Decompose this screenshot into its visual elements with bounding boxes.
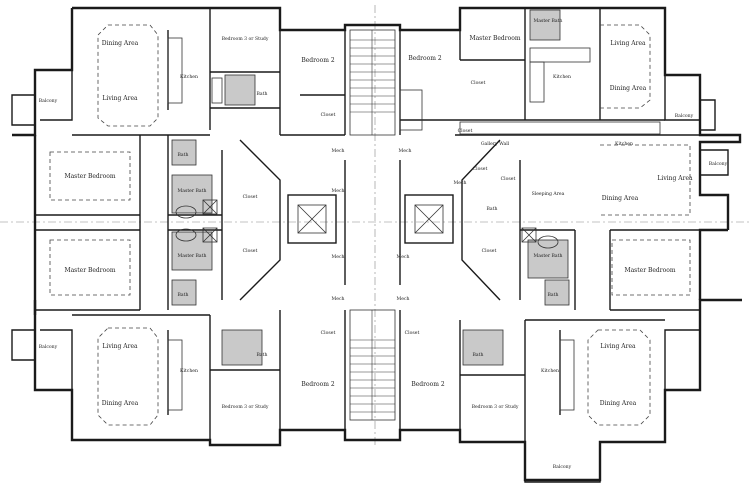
label-living-area-r: Living Area [657, 175, 693, 182]
label-master-bedroom-r: Master Bedroom [624, 267, 675, 274]
label-kitchen-r: Kitchen [615, 141, 633, 147]
baths-kitchens [167, 9, 661, 411]
label-balcony-br: Balcony [553, 464, 572, 470]
label-bath-bl: Bath [257, 352, 268, 358]
label-closet-r2: Closet [501, 176, 516, 182]
label-master-bedroom-l2: Master Bedroom [64, 267, 115, 274]
label-dining-area-tr: Dining Area [610, 85, 647, 92]
label-dining-area-br: Dining Area [600, 400, 637, 407]
balcony-bays [11, 94, 729, 483]
label-closet-l2: Closet [243, 248, 258, 254]
label-bedroom3-tl: Bedroom 3 or Study [222, 36, 269, 42]
label-mech-l4: Mech [332, 296, 345, 302]
label-dining-area-bl: Dining Area [102, 400, 139, 407]
stair-top [349, 29, 396, 136]
label-dining-area-r: Dining Area [602, 195, 639, 202]
label-master-bedroom-tr: Master Bedroom [469, 35, 520, 42]
label-mech-r1: Mech [399, 148, 412, 154]
exterior-walls [12, 6, 742, 482]
label-mech-r4: Mech [397, 296, 410, 302]
interior-walls [35, 8, 700, 442]
label-bedroom3-br: Bedroom 3 or Study [472, 404, 519, 410]
label-living-area-bl: Living Area [102, 343, 138, 350]
label-balcony-tr: Balcony [675, 113, 694, 119]
label-master-bath-r: Master Bath [534, 253, 563, 259]
label-mech-l3: Mech [332, 254, 345, 260]
label-bedroom2-tr: Bedroom 2 [408, 55, 441, 62]
label-bedroom3-bl: Bedroom 3 or Study [222, 404, 269, 410]
label-living-area-tr: Living Area [610, 40, 646, 47]
label-bath-l1: Bath [178, 152, 189, 158]
label-dining-area-tl: Dining Area [102, 40, 139, 47]
label-closet-r1: Closet [482, 248, 497, 254]
label-kitchen-tr: Kitchen [553, 74, 571, 80]
label-master-bedroom-l1: Master Bedroom [64, 173, 115, 180]
label-mech-l2: Mech [332, 188, 345, 194]
label-mech-r2: Mech [454, 180, 467, 186]
label-closet-tl: Closet [321, 112, 336, 118]
label-sleeping-area: Sleeping Area [532, 191, 565, 197]
label-bath-br: Bath [473, 352, 484, 358]
label-closet-br: Closet [405, 330, 420, 336]
label-living-area-br: Living Area [600, 343, 636, 350]
label-bath-r2: Bath [548, 292, 559, 298]
elevator-core-left [287, 194, 337, 244]
label-balcony-bl: Balcony [39, 344, 58, 350]
label-closet-bl: Closet [321, 330, 336, 336]
label-gallery-wall: Gallery Wall [481, 141, 510, 147]
label-mech-r3: Mech [397, 254, 410, 260]
label-closet-tr2: Closet [458, 128, 473, 134]
label-bedroom2-bl: Bedroom 2 [301, 381, 334, 388]
stair-bottom [349, 309, 396, 421]
label-bedroom2-tl: Bedroom 2 [301, 57, 334, 64]
elevator-core-right [404, 194, 454, 244]
label-kitchen-tl: Kitchen [180, 74, 198, 80]
label-balcony-tl: Balcony [39, 98, 58, 104]
label-master-bath-l2: Master Bath [178, 253, 207, 259]
label-bath-r1: Bath [487, 206, 498, 212]
label-mech-l1: Mech [332, 148, 345, 154]
label-closet-l1: Closet [243, 194, 258, 200]
area-outlines [49, 24, 691, 426]
label-balcony-r: Balcony [709, 161, 728, 167]
room-labels: Dining Area Living Area Kitchen Bedroom … [39, 18, 728, 470]
label-kitchen-br: Kitchen [541, 368, 559, 374]
label-closet-tr: Closet [471, 80, 486, 86]
label-master-bath-l1: Master Bath [178, 188, 207, 194]
label-bath-tl: Bath [257, 91, 268, 97]
label-closet-r3: Closet [473, 166, 488, 172]
label-bath-l2: Bath [178, 292, 189, 298]
label-master-bath-tr: Master Bath [534, 18, 563, 24]
label-living-area-tl: Living Area [102, 95, 138, 102]
label-bedroom2-br: Bedroom 2 [411, 381, 444, 388]
label-kitchen-bl: Kitchen [180, 368, 198, 374]
